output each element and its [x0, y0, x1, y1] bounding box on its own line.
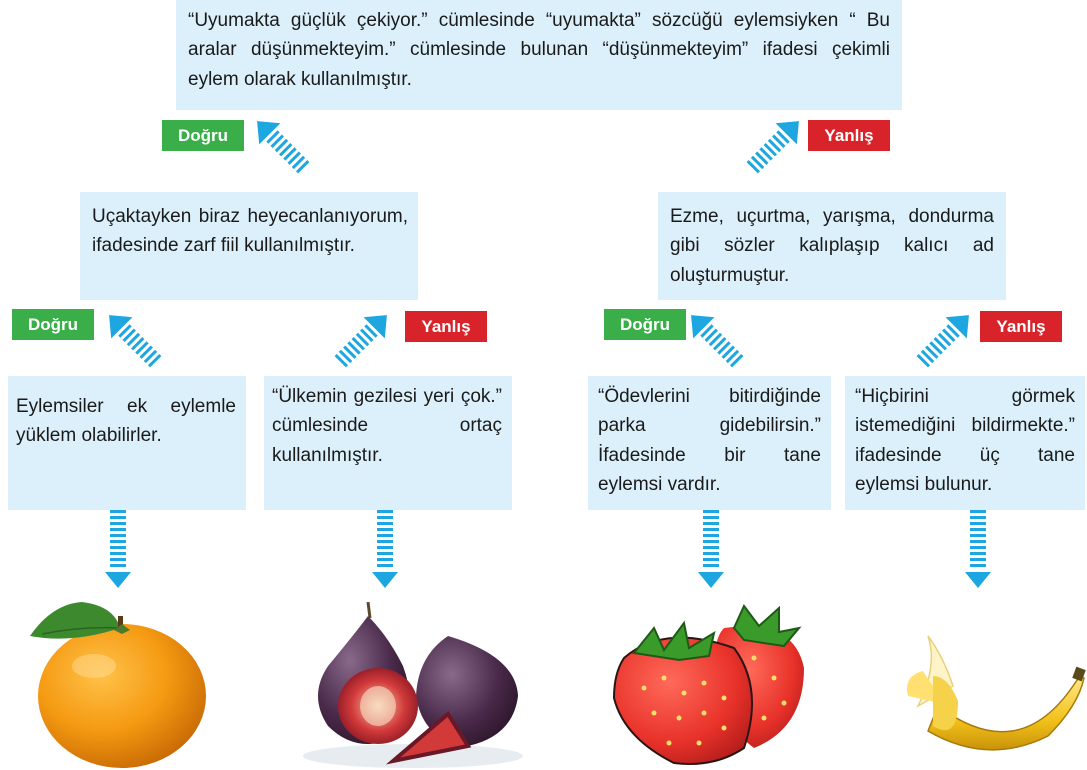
arrow-down-left-icon [257, 121, 310, 174]
arrow-down-icon [372, 510, 398, 588]
right-statement-box: Ezme, uçurtma, yarışma, dondurma gibi sö… [658, 192, 1006, 300]
arrow-down-icon [698, 510, 724, 588]
arrow-down-icon [105, 510, 131, 588]
arrow-down-icon [965, 510, 991, 588]
leaf-text-3: “Ödevlerini bitirdiğinde parka gidebilir… [598, 386, 821, 496]
left-statement-box: Uçaktayken biraz heyecanlanıyorum, ifade… [80, 192, 418, 300]
top-statement-box: “Uyumakta güçlük çekiyor.” cümlesinde “u… [176, 0, 902, 110]
leaf-text-4: “Hiçbirini görmek istemediğini bildirmek… [855, 386, 1075, 496]
top-statement-text: “Uyumakta güçlük çekiyor.” cümlesinde “u… [188, 10, 890, 90]
true-badge-top: Doğru [162, 120, 244, 151]
orange-image [30, 602, 206, 768]
arrow-down-right-icon [334, 315, 387, 368]
leaf-box-3: “Ödevlerini bitirdiğinde parka gidebilir… [588, 376, 831, 510]
left-statement-text: Uçaktayken biraz heyecanlanıyorum, ifade… [92, 206, 408, 257]
arrow-down-left-icon [109, 315, 162, 368]
right-statement-text: Ezme, uçurtma, yarışma, dondurma gibi sö… [670, 206, 994, 286]
fig-image [303, 601, 523, 768]
true-badge-right: Doğru [604, 309, 686, 340]
leaf-box-2: “Ülkemin gezilesi yeri çok.” cümlesinde … [264, 376, 512, 510]
false-badge-right: Yanlış [980, 311, 1062, 342]
true-badge-left: Doğru [12, 309, 94, 340]
leaf-box-1: Eylemsiler ek eylemle yüklem olabilirler… [8, 376, 246, 510]
strawberry-image [612, 604, 804, 765]
arrow-down-right-icon [746, 121, 799, 174]
arrow-down-left-icon [691, 315, 744, 368]
false-badge-left: Yanlış [405, 311, 487, 342]
leaf-box-4: “Hiçbirini görmek istemediğini bildirmek… [845, 376, 1085, 510]
banana-image [907, 635, 1086, 751]
arrow-down-right-icon [916, 315, 969, 368]
leaf-text-1: Eylemsiler ek eylemle yüklem olabilirler… [16, 396, 236, 447]
false-badge-top: Yanlış [808, 120, 890, 151]
leaf-text-2: “Ülkemin gezilesi yeri çok.” cümlesinde … [272, 386, 502, 466]
